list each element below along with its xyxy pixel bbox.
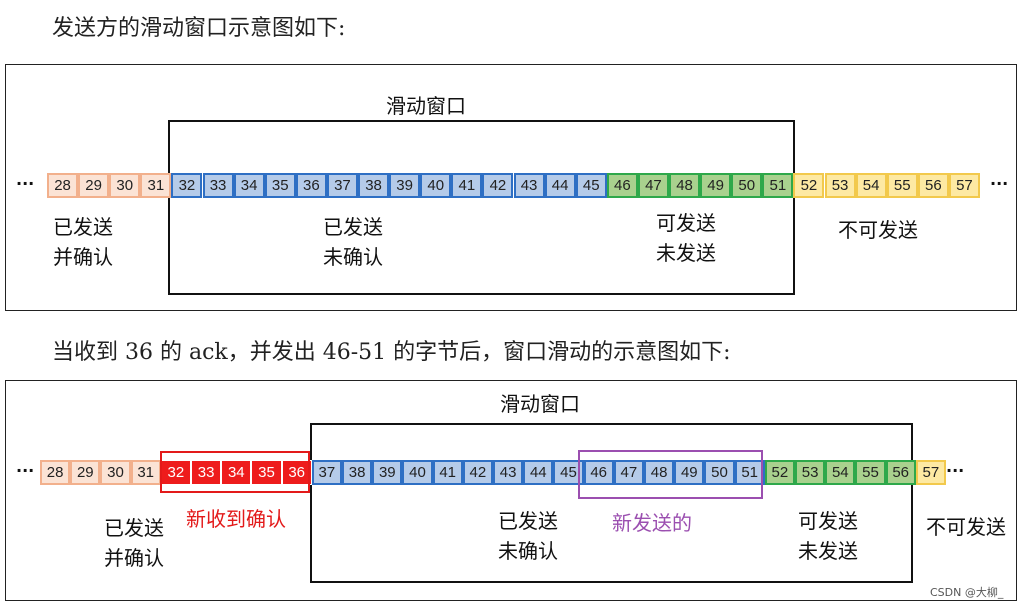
label-sent-unacked-after: 已发送 未确认: [498, 509, 558, 563]
after-byte-41: 41: [432, 460, 463, 485]
before-byte-42: 42: [482, 173, 514, 198]
after-byte-50: 50: [704, 460, 735, 485]
before-byte-28: 28: [47, 173, 79, 198]
after-byte-46: 46: [583, 460, 614, 485]
before-byte-56: 56: [917, 173, 949, 198]
before-byte-35: 35: [264, 173, 296, 198]
after-byte-56: 56: [885, 460, 916, 485]
ellipsis-right-before: ···: [990, 174, 1009, 193]
after-byte-30: 30: [100, 460, 131, 485]
before-byte-37: 37: [326, 173, 358, 198]
after-byte-29: 29: [70, 460, 101, 485]
after-byte-51: 51: [734, 460, 765, 485]
newly-sent-box: [578, 450, 763, 499]
before-byte-46: 46: [606, 173, 638, 198]
sliding-window-before: [168, 120, 795, 295]
label-not-sendable-before: 不可发送: [838, 218, 918, 242]
ellipsis-left-before: ···: [16, 174, 35, 193]
before-byte-39: 39: [389, 173, 421, 198]
after-byte-28: 28: [40, 460, 71, 485]
after-byte-53: 53: [795, 460, 826, 485]
after-byte-47: 47: [613, 460, 644, 485]
label-not-sendable-after: 不可发送: [926, 515, 1006, 539]
sliding-window-after: [310, 423, 913, 583]
before-byte-43: 43: [513, 173, 545, 198]
before-byte-45: 45: [575, 173, 607, 198]
before-byte-55: 55: [886, 173, 918, 198]
before-byte-31: 31: [140, 173, 172, 198]
caption-after: 当收到 36 的 ack，并发出 46-51 的字节后，窗口滑动的示意图如下:: [52, 340, 731, 365]
after-byte-55: 55: [855, 460, 886, 485]
before-byte-47: 47: [637, 173, 669, 198]
after-byte-57: 57: [915, 460, 946, 485]
before-byte-53: 53: [824, 173, 856, 198]
before-byte-36: 36: [295, 173, 327, 198]
after-byte-33: 33: [191, 460, 222, 485]
newly-acked-box: [160, 451, 310, 493]
label-sent-unacked-before: 已发送 未确认: [323, 215, 383, 269]
label-newly-acked: 新收到确认: [186, 507, 286, 531]
after-byte-39: 39: [372, 460, 403, 485]
after-byte-37: 37: [311, 460, 342, 485]
before-byte-33: 33: [202, 173, 234, 198]
before-byte-50: 50: [731, 173, 763, 198]
after-byte-38: 38: [342, 460, 373, 485]
after-byte-43: 43: [493, 460, 524, 485]
after-byte-54: 54: [825, 460, 856, 485]
after-byte-40: 40: [402, 460, 433, 485]
label-sendable-after: 可发送 未发送: [798, 509, 858, 563]
label-sent-acked-before: 已发送 并确认: [53, 215, 113, 269]
before-byte-32: 32: [171, 173, 203, 198]
watermark: CSDN @大柳_: [930, 586, 1004, 599]
after-byte-35: 35: [251, 460, 282, 485]
before-byte-54: 54: [855, 173, 887, 198]
before-byte-30: 30: [109, 173, 141, 198]
diagram-before-panel: [5, 64, 1017, 311]
before-byte-34: 34: [233, 173, 265, 198]
before-byte-52: 52: [793, 173, 825, 198]
after-byte-36: 36: [281, 460, 312, 485]
ellipsis-right-after: ···: [946, 461, 965, 480]
before-byte-40: 40: [420, 173, 452, 198]
before-byte-29: 29: [78, 173, 110, 198]
window-label-before: 滑动窗口: [386, 94, 466, 118]
window-label-after: 滑动窗口: [500, 392, 580, 416]
label-sendable-before: 可发送 未发送: [656, 211, 716, 265]
diagram-after-panel: [5, 380, 1017, 601]
after-byte-42: 42: [462, 460, 493, 485]
caption-before: 发送方的滑动窗口示意图如下:: [52, 16, 346, 41]
after-byte-44: 44: [523, 460, 554, 485]
before-byte-57: 57: [948, 173, 980, 198]
before-byte-44: 44: [544, 173, 576, 198]
label-newly-sent: 新发送的: [612, 511, 692, 535]
ellipsis-left-after: ···: [16, 461, 35, 480]
before-byte-49: 49: [700, 173, 732, 198]
before-byte-38: 38: [358, 173, 390, 198]
after-byte-49: 49: [674, 460, 705, 485]
label-sent-acked-after: 已发送 并确认: [104, 516, 164, 570]
before-byte-48: 48: [669, 173, 701, 198]
before-byte-51: 51: [762, 173, 794, 198]
after-byte-48: 48: [644, 460, 675, 485]
after-byte-34: 34: [221, 460, 252, 485]
before-byte-41: 41: [451, 173, 483, 198]
after-byte-52: 52: [764, 460, 795, 485]
after-byte-31: 31: [130, 460, 161, 485]
